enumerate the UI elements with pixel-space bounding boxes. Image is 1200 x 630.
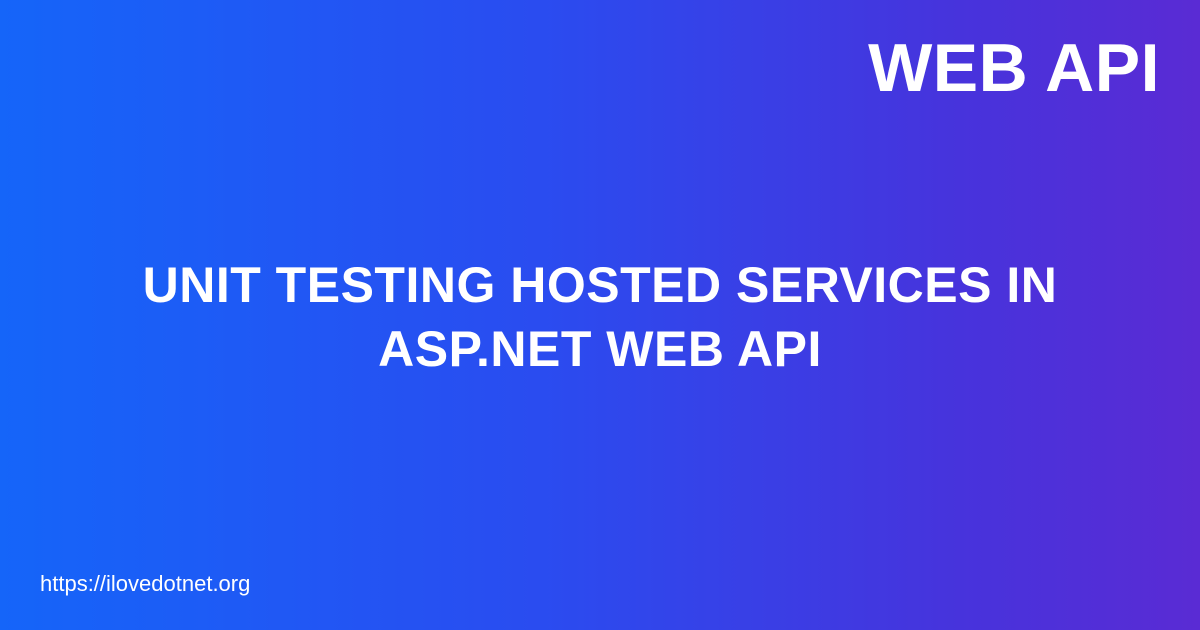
article-title: UNIT TESTING HOSTED SERVICES IN ASP.NET … (0, 253, 1200, 381)
site-url-link[interactable]: https://ilovedotnet.org (40, 571, 251, 596)
article-title-line-2: ASP.NET WEB API (378, 321, 822, 377)
category-label: WEB API (868, 30, 1160, 106)
article-title-line-1: UNIT TESTING HOSTED SERVICES IN (142, 257, 1058, 313)
